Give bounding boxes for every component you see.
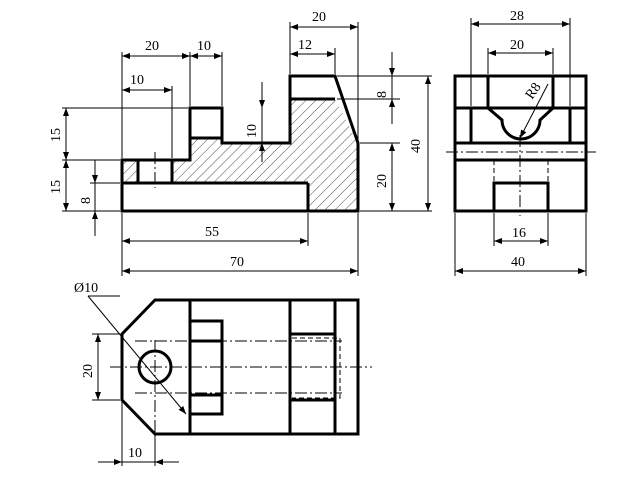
dim-front-top-20: 20: [312, 10, 326, 25]
dim-front-15-upper: 15: [49, 128, 64, 142]
front-view: 20 10 10 15 15 8 10 20 12: [49, 10, 432, 276]
dim-side-R8: R8: [523, 80, 545, 102]
dim-front-right-8: 8: [375, 91, 390, 98]
dim-side-40: 40: [511, 255, 525, 270]
dim-front-step-10: 10: [245, 124, 260, 138]
dim-front-20: 20: [145, 39, 159, 54]
side-saddle: [471, 106, 570, 141]
dim-top-20: 20: [81, 364, 96, 378]
top-view: Ø10 20 10: [74, 281, 372, 466]
dim-front-right-40: 40: [409, 139, 424, 153]
dim-top-10: 10: [128, 446, 142, 461]
top-outline: [120, 298, 360, 436]
top-hidden-pocket: [292, 337, 341, 399]
dim-front-8-left: 8: [79, 197, 94, 204]
dim-front-55: 55: [205, 225, 219, 240]
dim-side-16: 16: [512, 226, 526, 241]
dim-front-70: 70: [230, 255, 244, 270]
front-section-hatch-main: [172, 99, 358, 211]
side-bore: [492, 181, 550, 213]
dim-front-hole-10: 10: [130, 73, 144, 88]
dim-front-top-12: 12: [298, 38, 312, 53]
dim-side-20: 20: [510, 38, 524, 53]
side-view: 28 20 R8 16 40: [446, 9, 596, 276]
front-section-hatch-left: [122, 160, 138, 183]
dim-front-right-20: 20: [375, 174, 390, 188]
side-top-slot: [486, 76, 555, 110]
dim-front-10: 10: [197, 39, 211, 54]
front-outline: [120, 74, 360, 213]
dim-side-28: 28: [510, 9, 524, 24]
dim-front-15-lower: 15: [49, 180, 64, 194]
dim-top-diameter: Ø10: [74, 281, 98, 296]
